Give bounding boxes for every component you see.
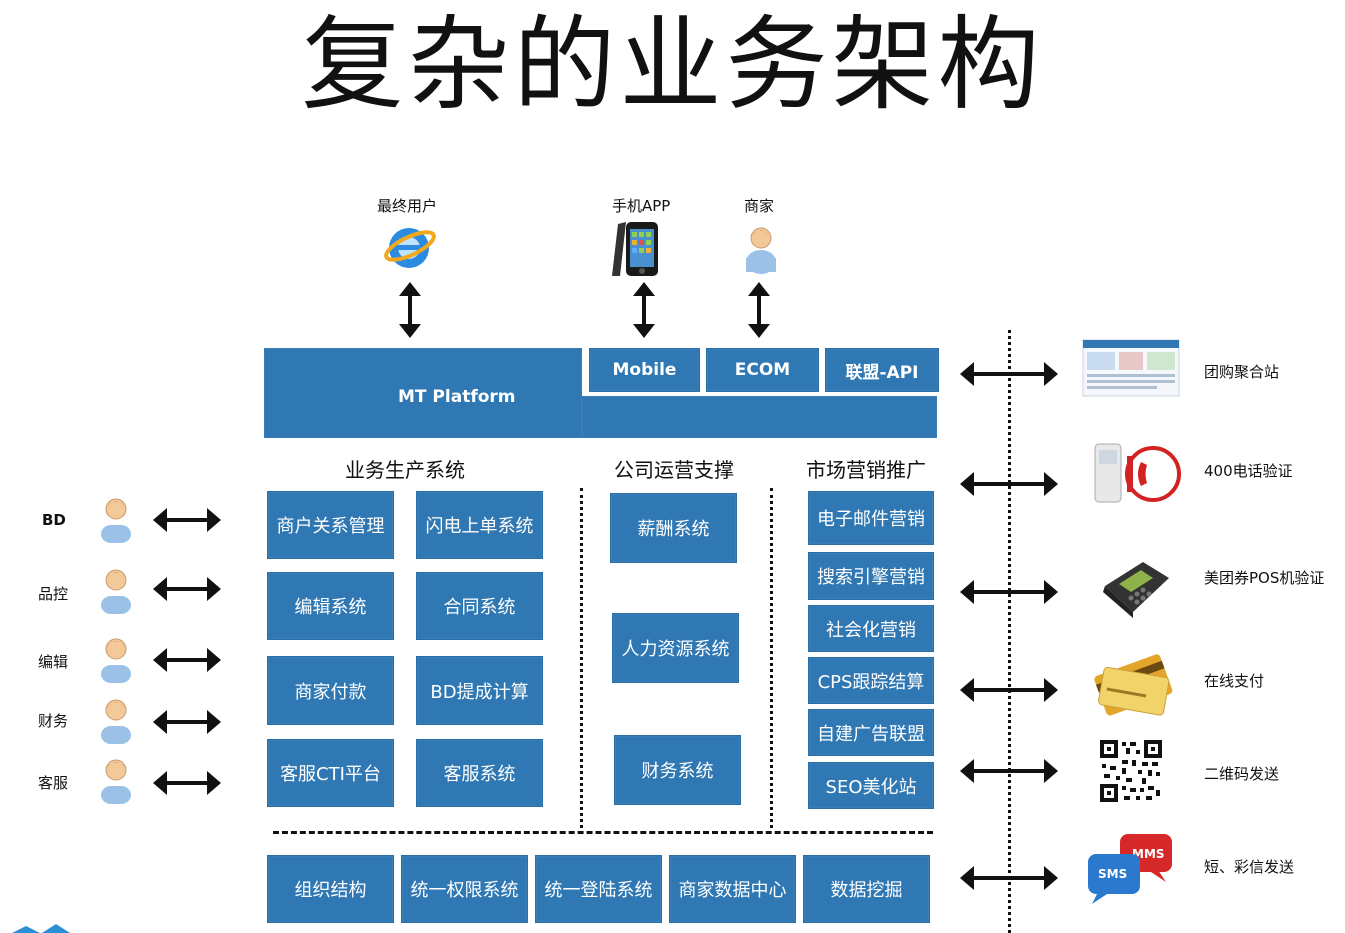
divider-operations-marketing (770, 488, 773, 828)
marketing-box: 搜索引擎营销 (808, 552, 934, 600)
production-box: 客服系统 (416, 739, 543, 807)
marketing-box: 电子邮件营销 (808, 491, 934, 545)
person-icon (101, 498, 131, 543)
pos-machine-icon (1103, 562, 1169, 618)
production-box: 闪电上单系统 (416, 491, 543, 559)
role-label: 编辑 (38, 653, 69, 671)
double-arrow-icon (960, 362, 1058, 386)
operations-box: 财务系统 (614, 735, 741, 805)
mt-platform-box (264, 348, 582, 438)
merchant-person-icon (746, 227, 776, 274)
bottom-box: 统一登陆系统 (535, 855, 662, 923)
sms-mms-icon: MMS SMS (1088, 834, 1172, 904)
qr-code-icon (1098, 738, 1164, 804)
channel-label: 团购聚合站 (1204, 363, 1280, 381)
mobile-app-label: 手机APP (612, 197, 671, 215)
bottom-box: 商家数据中心 (669, 855, 796, 923)
bottom-box: 统一权限系统 (401, 855, 528, 923)
phone-verification-icon (1094, 443, 1181, 503)
channel-label: 在线支付 (1204, 672, 1265, 690)
payment-cards-icon (1094, 654, 1173, 716)
website-screenshot-icon (1082, 339, 1180, 397)
marketing-box: CPS跟踪结算 (808, 657, 934, 704)
merchant-label: 商家 (744, 197, 775, 215)
production-box: 客服CTI平台 (267, 739, 394, 807)
marketing-box: 社会化营销 (808, 605, 934, 652)
channel-label: 二维码发送 (1204, 765, 1280, 783)
double-arrow-icon (960, 866, 1058, 890)
bottom-box: 组织结构 (267, 855, 394, 923)
decorative-shape (12, 924, 70, 933)
role-label: BD (42, 511, 66, 529)
end-user-arrow (399, 282, 421, 338)
marketing-box: 自建广告联盟 (808, 709, 934, 756)
production-box: 商家付款 (267, 656, 394, 725)
mt-platform-label: MT Platform (398, 387, 516, 407)
alliance-api-box: 联盟-API (825, 348, 939, 392)
marketing-heading: 市场营销推广 (806, 458, 926, 482)
sms-text: SMS (1098, 867, 1127, 881)
production-box: 编辑系统 (267, 572, 394, 640)
double-arrow-icon (153, 710, 221, 734)
production-box: 合同系统 (416, 572, 543, 640)
mms-text: MMS (1132, 847, 1165, 861)
page-title: 复杂的业务架构 (301, 6, 1044, 125)
production-heading: 业务生产系统 (345, 458, 465, 482)
divider-production-operations (580, 488, 583, 828)
divider-bottom (273, 831, 933, 834)
marketing-box: SEO美化站 (808, 762, 934, 809)
role-label: 客服 (38, 774, 69, 792)
mt-platform-box-lower (582, 396, 937, 438)
person-icon (101, 699, 131, 744)
channel-label: 美团券POS机验证 (1204, 569, 1325, 587)
mobile-box: Mobile (589, 348, 700, 392)
role-label: 财务 (38, 712, 69, 730)
channel-label: 400电话验证 (1204, 462, 1293, 480)
ecom-box: ECOM (706, 348, 819, 392)
person-icon (101, 759, 131, 804)
person-icon (101, 569, 131, 614)
bottom-box: 数据挖掘 (803, 855, 930, 923)
production-box: 商户关系管理 (267, 491, 394, 559)
end-user-label: 最终用户 (377, 197, 438, 215)
browser-icon (384, 228, 436, 268)
double-arrow-icon (153, 577, 221, 601)
operations-box: 人力资源系统 (612, 613, 739, 683)
double-arrow-icon (153, 648, 221, 672)
operations-heading: 公司运营支撑 (614, 458, 734, 482)
merchant-arrow (748, 282, 770, 338)
phone-icon (612, 222, 658, 276)
divider-external (1008, 330, 1011, 933)
production-box: BD提成计算 (416, 656, 543, 725)
double-arrow-icon (153, 508, 221, 532)
person-icon (101, 638, 131, 683)
double-arrow-icon (960, 580, 1058, 604)
double-arrow-icon (153, 771, 221, 795)
double-arrow-icon (960, 759, 1058, 783)
operations-box: 薪酬系统 (610, 493, 737, 563)
role-label: 品控 (38, 585, 69, 603)
double-arrow-icon (960, 678, 1058, 702)
mobile-app-arrow (633, 282, 655, 338)
channel-label: 短、彩信发送 (1204, 858, 1295, 876)
double-arrow-icon (960, 472, 1058, 496)
